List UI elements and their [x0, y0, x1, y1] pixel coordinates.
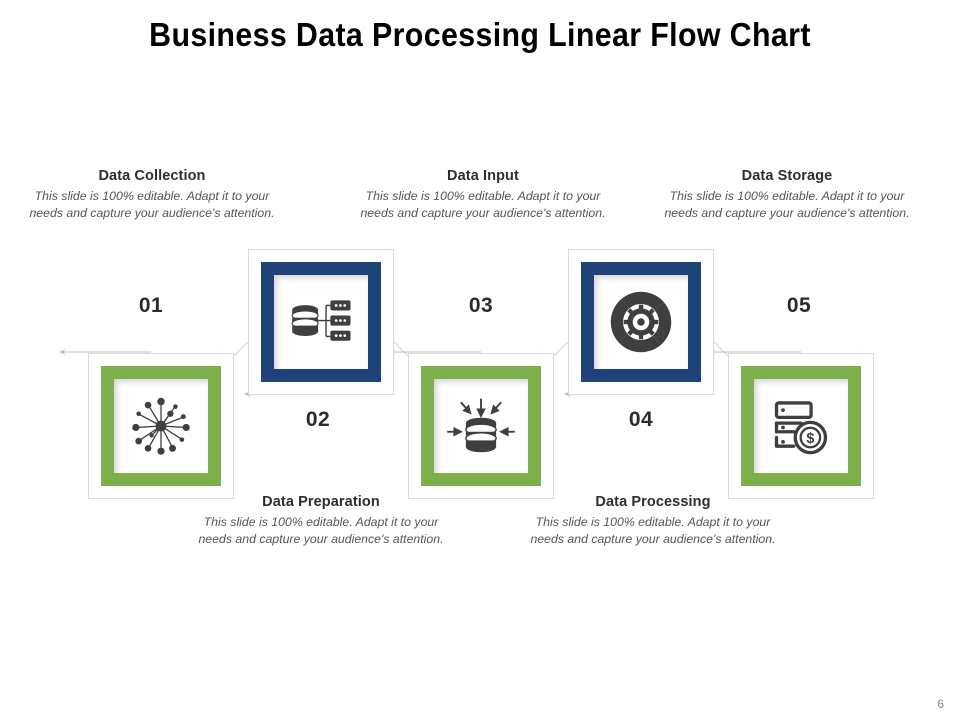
page-title: Business Data Processing Linear Flow Cha…: [149, 16, 811, 53]
step-frame-green-03: [421, 366, 541, 486]
step-body-03: This slide is 100% editable. Adapt it to…: [360, 189, 606, 220]
step-box-01[interactable]: [88, 353, 234, 499]
step-frame-navy-02: [261, 262, 381, 382]
step-body-02: This slide is 100% editable. Adapt it to…: [198, 515, 444, 546]
step-text-04: Data Processing This slide is 100% edita…: [528, 494, 778, 547]
step-number-05: 05: [786, 294, 812, 317]
step-frame-green-05: $: [741, 366, 861, 486]
network-hub-icon: [132, 397, 190, 455]
step-number-01: 01: [138, 294, 164, 317]
page-number: 6: [937, 697, 944, 711]
step-number-03: 03: [468, 294, 494, 317]
step-title-02: Data Preparation: [262, 494, 380, 510]
step-frame-navy-04: [581, 262, 701, 382]
step-box-04[interactable]: [568, 249, 714, 395]
step-title-05: Data Storage: [741, 168, 833, 184]
step-body-05: This slide is 100% editable. Adapt it to…: [664, 189, 910, 220]
gear-cog-icon: [610, 291, 672, 353]
svg-text:$: $: [806, 431, 814, 447]
step-text-03: Data Input This slide is 100% editable. …: [358, 168, 608, 221]
step-number-02: 02: [305, 408, 331, 431]
step-box-03[interactable]: [408, 353, 554, 499]
database-inbound-arrows-icon: [447, 398, 515, 453]
step-number-04: 04: [628, 408, 654, 431]
server-money-icon: $: [774, 401, 828, 455]
step-text-01: Data Collection This slide is 100% edita…: [27, 168, 277, 221]
database-servers-icon: [291, 300, 351, 341]
step-title-01: Data Collection: [98, 168, 206, 184]
step-text-05: Data Storage This slide is 100% editable…: [662, 168, 912, 221]
step-body-04: This slide is 100% editable. Adapt it to…: [530, 515, 776, 546]
step-title-03: Data Input: [447, 168, 519, 184]
step-box-02[interactable]: [248, 249, 394, 395]
step-body-01: This slide is 100% editable. Adapt it to…: [29, 189, 275, 220]
step-title-04: Data Processing: [595, 494, 711, 510]
step-box-05[interactable]: $: [728, 353, 874, 499]
step-text-02: Data Preparation This slide is 100% edit…: [196, 494, 446, 547]
step-frame-green-01: [101, 366, 221, 486]
